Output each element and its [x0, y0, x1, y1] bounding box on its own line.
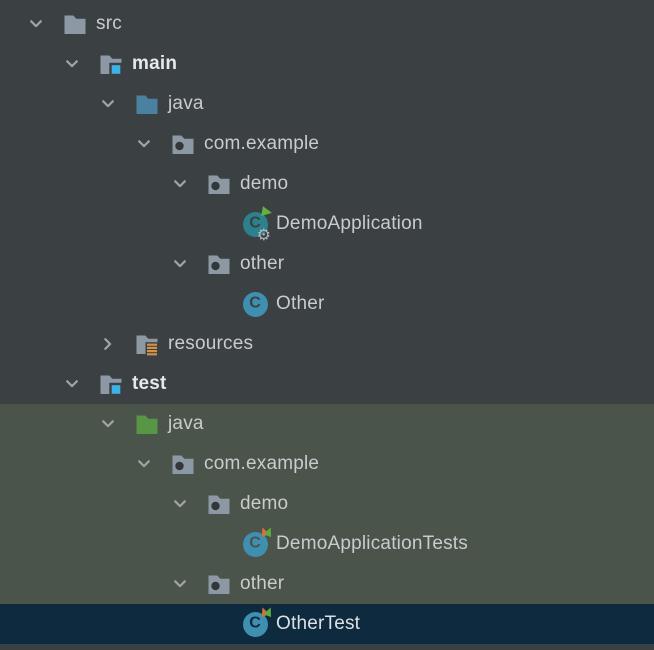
run-arrow-icon	[261, 206, 273, 218]
tree-row-other[interactable]: other	[0, 564, 654, 604]
tree-item-label: other	[240, 573, 285, 594]
class-icon: C	[241, 290, 269, 318]
spring-boot-application-icon: C⚙	[241, 206, 273, 243]
chevron-down-icon[interactable]	[170, 174, 190, 194]
java-sources-folder-icon	[133, 90, 161, 118]
test-class-icon: C	[241, 525, 275, 558]
tree-item-label: other	[240, 253, 285, 274]
tree-row-com.example[interactable]: com.example	[0, 124, 654, 164]
chevron-down-icon[interactable]	[26, 14, 46, 34]
chevron-down-icon[interactable]	[170, 574, 190, 594]
tree-item-label: test	[132, 373, 167, 394]
tree-row-main[interactable]: main	[0, 44, 654, 84]
tree-item-label: DemoApplication	[276, 213, 423, 234]
package-icon	[169, 130, 197, 158]
package-icon	[169, 450, 197, 478]
chevron-spacer	[206, 614, 226, 634]
chevron-down-icon[interactable]	[98, 94, 118, 114]
tree-item-label: main	[132, 53, 178, 74]
resources-folder-icon	[133, 330, 161, 358]
source-root-folder-icon	[97, 50, 125, 78]
tree-item-label: com.example	[204, 133, 320, 154]
run-test-badge-icon	[258, 525, 275, 538]
tree-row-java[interactable]: java	[0, 84, 654, 124]
tree-item-label: com.example	[204, 453, 320, 474]
tree-row-com.example[interactable]: com.example	[0, 444, 654, 484]
run-test-badge-icon	[258, 605, 275, 618]
chevron-right-icon[interactable]	[98, 334, 118, 354]
tree-row-other[interactable]: C Other	[0, 284, 654, 324]
tree-row-demo[interactable]: demo	[0, 484, 654, 524]
tree-item-label: resources	[168, 333, 254, 354]
folder-icon	[61, 10, 89, 38]
tree-item-label: OtherTest	[276, 613, 361, 634]
tree-row-test[interactable]: test	[0, 364, 654, 404]
test-sources-folder-icon	[133, 410, 161, 438]
chevron-spacer	[206, 214, 226, 234]
tree-row-other[interactable]: other	[0, 244, 654, 284]
tree-row-resources[interactable]: resources	[0, 324, 654, 364]
chevron-spacer	[206, 294, 226, 314]
chevron-down-icon[interactable]	[134, 454, 154, 474]
gear-icon: ⚙	[256, 225, 271, 244]
tree-item-label: demo	[240, 493, 289, 514]
test-class-icon: C	[241, 605, 275, 638]
chevron-down-icon[interactable]	[170, 494, 190, 514]
chevron-down-icon[interactable]	[98, 414, 118, 434]
tree-row-demoapplication[interactable]: C⚙DemoApplication	[0, 204, 654, 244]
tree-item-label: DemoApplicationTests	[276, 533, 468, 554]
source-root-folder-icon	[97, 370, 125, 398]
chevron-down-icon[interactable]	[62, 374, 82, 394]
package-icon	[205, 170, 233, 198]
package-icon	[205, 570, 233, 598]
chevron-spacer	[206, 534, 226, 554]
tree-item-label: Other	[276, 293, 325, 314]
tree-item-label: java	[168, 413, 204, 434]
package-icon	[205, 250, 233, 278]
tree-item-label: demo	[240, 173, 289, 194]
tree-item-label: java	[168, 93, 204, 114]
chevron-down-icon[interactable]	[170, 254, 190, 274]
chevron-down-icon[interactable]	[62, 54, 82, 74]
chevron-down-icon[interactable]	[134, 134, 154, 154]
package-icon	[205, 490, 233, 518]
tree-row-demo[interactable]: demo	[0, 164, 654, 204]
tree-row-java[interactable]: java	[0, 404, 654, 444]
tree-row-src[interactable]: src	[0, 4, 654, 44]
tree-item-label: src	[96, 13, 122, 34]
